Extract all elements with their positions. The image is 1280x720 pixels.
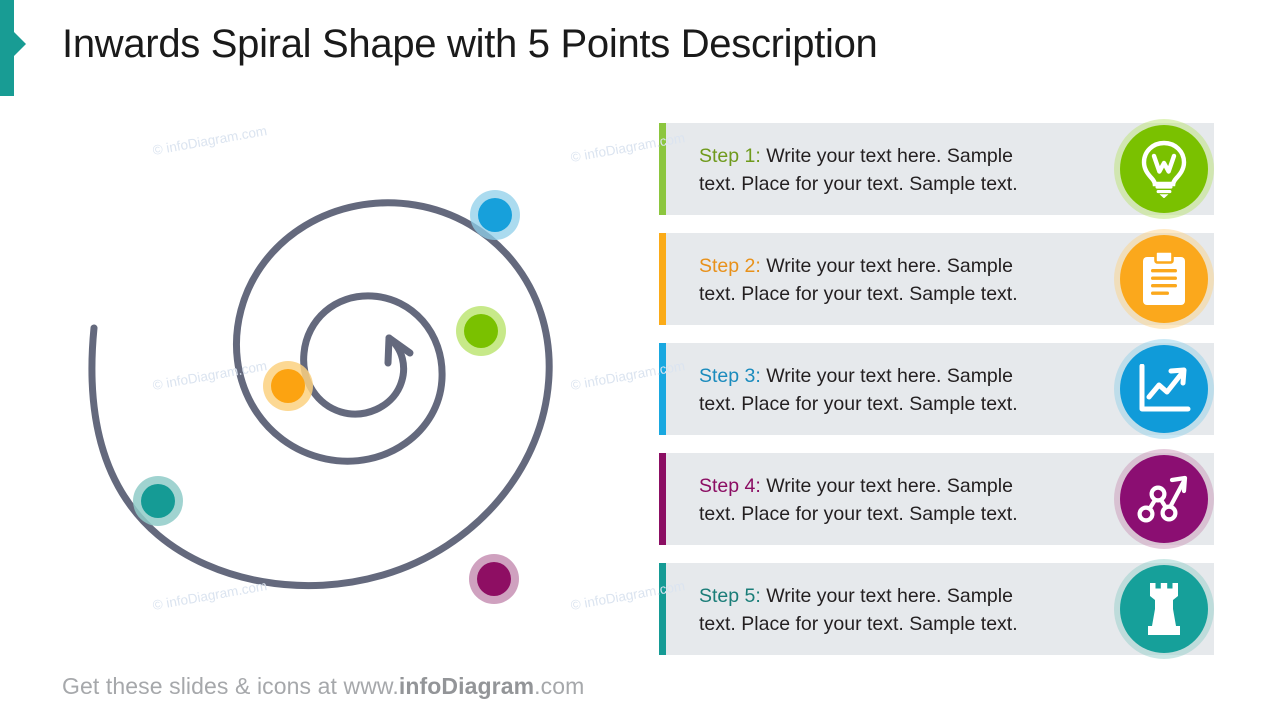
- point-dot: [464, 314, 498, 348]
- step-icon[interactable]: [1114, 449, 1214, 549]
- lightbulb-icon: [1141, 140, 1187, 198]
- step-text: Step 2: Write your text here. Sample tex…: [699, 252, 1044, 308]
- step-icon[interactable]: [1114, 229, 1214, 329]
- step-description: Write your text here. Sample text. Place…: [699, 585, 1018, 635]
- step-icon[interactable]: [1114, 339, 1214, 439]
- step-description: Write your text here. Sample text. Place…: [699, 365, 1018, 415]
- step-body: Step 2: Write your text here. Sample tex…: [666, 233, 1214, 325]
- point-dot: [271, 369, 305, 403]
- icon-disc: [1120, 455, 1208, 543]
- icon-disc: [1120, 235, 1208, 323]
- network-trend-icon: [1137, 475, 1188, 523]
- step-accent-bar: [659, 563, 666, 655]
- step-text: Step 3: Write your text here. Sample tex…: [699, 362, 1044, 418]
- title-accent-bar: [0, 0, 26, 96]
- step-row-1[interactable]: Step 1: Write your text here. Sample tex…: [659, 119, 1214, 219]
- footer-suffix: .com: [534, 673, 585, 699]
- growth-chart-icon: [1139, 364, 1191, 412]
- step-icon[interactable]: [1114, 119, 1214, 219]
- footer-brand: infoDiagram: [398, 673, 535, 699]
- step-accent-bar: [659, 233, 666, 325]
- spiral-stroke: [88, 199, 553, 590]
- step-description: Write your text here. Sample text. Place…: [699, 255, 1018, 305]
- step-row-2[interactable]: Step 2: Write your text here. Sample tex…: [659, 229, 1214, 329]
- step-row-3[interactable]: Step 3: Write your text here. Sample tex…: [659, 339, 1214, 439]
- point-dot: [477, 562, 511, 596]
- step-icon[interactable]: [1114, 559, 1214, 659]
- step-text: Step 1: Write your text here. Sample tex…: [699, 142, 1044, 198]
- step-label: Step 1:: [699, 145, 761, 167]
- chevron-right-icon: [14, 32, 26, 56]
- spiral-point-purple[interactable]: [469, 554, 519, 604]
- spiral-svg: [88, 190, 553, 604]
- clipboard-icon: [1143, 251, 1185, 305]
- step-description: Write your text here. Sample text. Place…: [699, 145, 1018, 195]
- chess-rook-icon: [1148, 583, 1180, 635]
- point-dot: [478, 198, 512, 232]
- point-dot: [141, 484, 175, 518]
- icon-disc: [1120, 125, 1208, 213]
- footer-prefix: Get these slides & icons at www.: [62, 673, 399, 699]
- spiral-point-green[interactable]: [456, 306, 506, 356]
- spiral-path-group: [88, 199, 553, 590]
- icon-disc: [1120, 565, 1208, 653]
- spiral-point-orange[interactable]: [263, 361, 313, 411]
- step-accent-bar: [659, 453, 666, 545]
- steps-list: Step 1: Write your text here. Sample tex…: [659, 119, 1214, 673]
- step-accent-bar: [659, 343, 666, 435]
- step-label: Step 5:: [699, 585, 761, 607]
- step-label: Step 4:: [699, 475, 761, 497]
- spiral-point-teal[interactable]: [133, 476, 183, 526]
- spiral-point-blue[interactable]: [470, 190, 520, 240]
- step-row-4[interactable]: Step 4: Write your text here. Sample tex…: [659, 449, 1214, 549]
- step-text: Step 4: Write your text here. Sample tex…: [699, 472, 1044, 528]
- step-row-5[interactable]: Step 5: Write your text here. Sample tex…: [659, 559, 1214, 659]
- footer-credit: Get these slides & icons at www.infoDiag…: [62, 673, 584, 700]
- step-text: Step 5: Write your text here. Sample tex…: [699, 582, 1044, 638]
- page-title: Inwards Spiral Shape with 5 Points Descr…: [62, 22, 878, 66]
- spiral-diagram: [45, 120, 645, 665]
- step-accent-bar: [659, 123, 666, 215]
- step-label: Step 2:: [699, 255, 761, 277]
- step-description: Write your text here. Sample text. Place…: [699, 475, 1018, 525]
- spiral-arrowhead-icon: [384, 334, 414, 367]
- icon-disc: [1120, 345, 1208, 433]
- step-label: Step 3:: [699, 365, 761, 387]
